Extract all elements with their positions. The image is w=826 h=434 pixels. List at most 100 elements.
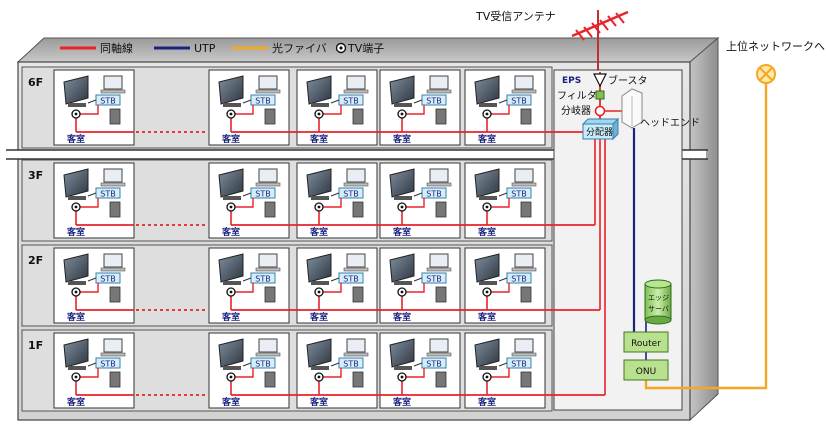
room-label: 客室 [309,226,328,238]
tv-icon [63,338,89,370]
tv-stand [394,103,412,107]
pc-monitor [258,338,278,353]
tv-terminal-icon [226,202,236,212]
stb-label: STB [100,360,115,369]
pc-icon [255,168,281,187]
room-label: 客室 [392,226,411,238]
tv-terminal-dot [74,290,78,294]
tv-terminal-dot [400,290,404,294]
tv-terminal-dot [400,112,404,116]
room-label: 客室 [221,311,240,323]
room-label: 客室 [477,311,496,323]
upstream-label: 上位ネットワークへ [726,39,825,53]
pc-keyboard [255,352,281,357]
tv-stand [479,103,497,107]
room-coax-stb [319,368,342,378]
pc-keyboard [511,182,537,187]
pc-keyboard [511,89,537,94]
tv-screen [218,168,244,198]
tv-terminal-icon [397,372,407,382]
tv-terminal-icon [71,287,81,297]
tv-icon [306,75,332,107]
tv-icon [218,253,244,285]
room-coax-stb [402,283,425,293]
edge-server-label-1: エッジ [648,294,669,302]
stb-label: STB [511,97,526,106]
tv-screen [63,253,89,283]
room-av-cable [87,192,97,197]
room-label: 客室 [66,133,85,145]
room-coax-stb [76,368,99,378]
floor-label: 6F [28,76,43,89]
tv-screen [389,253,415,283]
onu-label: ONU [636,367,656,377]
pc-monitor [103,338,123,353]
tv-stand [68,196,86,200]
tv-terminal-icon [482,202,492,212]
floors-layer: 6F3F2F1FSTB客室STB客室STB客室STB客室STB客室STB客室ST… [21,66,553,412]
room-av-cable [413,362,423,367]
tv-antenna [571,10,629,72]
tv-stand [68,281,86,285]
home-router-icon [109,201,121,218]
fiber-uplink [644,83,768,390]
tv-stand [479,196,497,200]
room-label: 客室 [309,311,328,323]
tv-terminal-dot [229,290,233,294]
home-router-icon [520,371,532,388]
home-router-icon [264,108,276,125]
room-label: 客室 [221,396,240,408]
pc-icon [426,338,452,357]
tv-stand [68,103,86,107]
room-coax-stb [76,198,99,208]
room-av-cable [242,362,252,367]
stb-label: STB [255,97,270,106]
tv-screen [218,253,244,283]
tv-stand [223,366,241,370]
tv-icon [474,168,500,200]
room-label: 客室 [66,396,85,408]
room-av-cable [242,277,252,282]
router-box [623,331,669,353]
tv-icon [389,253,415,285]
room-av-cable [242,99,252,104]
home-router-icon [264,371,276,388]
legend-utp-label: UTP [194,42,216,55]
filter-label: フィルタ [557,90,597,102]
pc-icon [343,338,369,357]
home-router-icon [264,286,276,303]
pc-keyboard [343,182,369,187]
stb-label: STB [511,275,526,284]
tv-icon [389,168,415,200]
edge-server-label-2: サーバ [648,305,669,313]
pc-monitor [103,253,123,268]
filter-icon [595,90,605,100]
stb-label: STB [511,360,526,369]
stb-label: STB [343,275,358,284]
home-router-icon [264,201,276,218]
tv-stand [311,366,329,370]
tv-icon [389,75,415,107]
pc-keyboard [255,182,281,187]
pc-keyboard [426,352,452,357]
splitter-label: 分配器 [586,127,613,138]
tv-terminal-icon [71,372,81,382]
pc-monitor [514,168,534,183]
building-side [689,36,719,422]
room-label: 客室 [392,311,411,323]
tv-stand [311,281,329,285]
tv-stand [68,366,86,370]
pc-icon [100,168,126,187]
room-label: 客室 [221,226,240,238]
room-label: 客室 [66,226,85,238]
tv-icon [63,253,89,285]
tv-terminal-icon [314,372,324,382]
pc-icon [511,253,537,272]
pc-icon [426,253,452,272]
